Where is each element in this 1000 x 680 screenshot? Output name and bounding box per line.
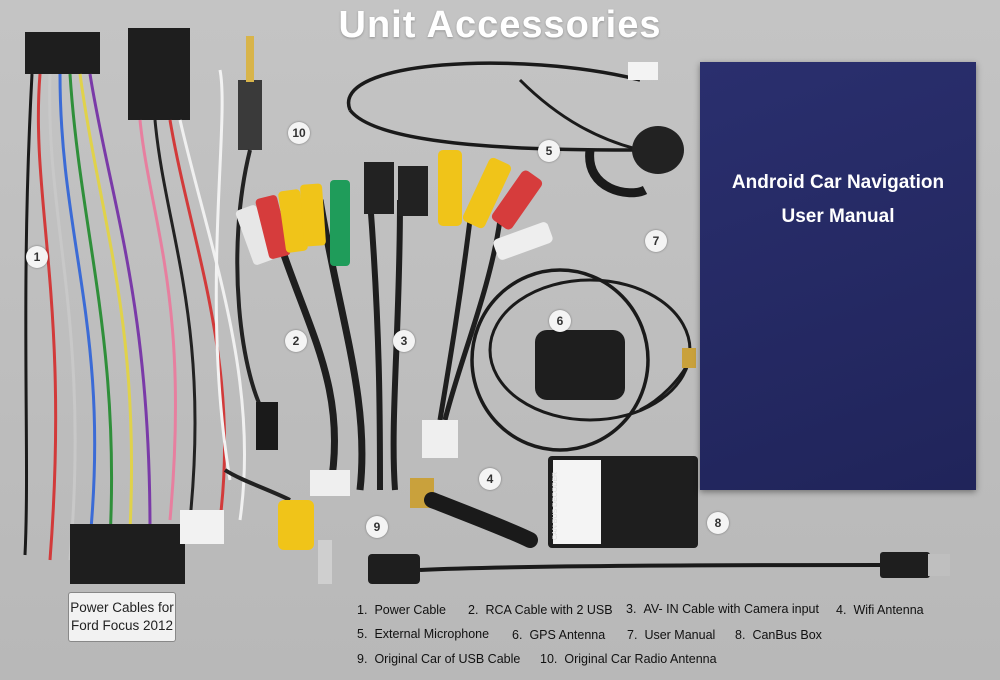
power-cable-tag: Power Cables for Ford Focus 2012	[68, 592, 176, 642]
legend-num: 10.	[540, 652, 558, 666]
legend-text: RCA Cable with 2 USB	[485, 603, 613, 617]
legend-num: 1.	[357, 603, 368, 617]
legend-text: Wifi Antenna	[853, 603, 924, 617]
legend-text: User Manual	[644, 628, 716, 642]
canbus-box	[548, 456, 698, 548]
legend-num: 6.	[512, 628, 523, 642]
legend-item-10: 10. Original Car Radio Antenna	[540, 652, 717, 666]
usb-cable	[368, 552, 950, 584]
legend-item-6: 6. GPS Antenna	[512, 628, 605, 642]
legend-num: 9.	[357, 652, 368, 666]
badge-7: 7	[645, 230, 667, 252]
manual-title-line1: Android Car Navigation	[731, 172, 945, 193]
legend-text: Original Car of USB Cable	[374, 652, 521, 666]
legend-text: External Microphone	[374, 627, 490, 641]
legend-text: GPS Antenna	[529, 628, 606, 642]
legend-num: 3.	[626, 602, 637, 616]
canbus-box-label: CAN BUS DECODER	[552, 471, 559, 540]
external-microphone	[346, 61, 684, 198]
power-cable-tag-line2: Ford Focus 2012	[70, 618, 174, 633]
legend-text: CanBus Box	[752, 628, 822, 642]
badge-5: 5	[538, 140, 560, 162]
badge-8: 8	[707, 512, 729, 534]
legend-num: 7.	[627, 628, 638, 642]
page-title: Unit Accessories	[338, 4, 662, 46]
wifi-antenna	[410, 478, 538, 548]
radio-antenna-cable	[214, 36, 332, 584]
legend-num: 5.	[357, 627, 368, 641]
badge-10: 10	[288, 122, 310, 144]
badge-1: 1	[26, 246, 48, 268]
power-cable-tag-line1: Power Cables for	[70, 600, 174, 615]
legend-item-9: 9. Original Car of USB Cable	[357, 652, 520, 666]
legend-text: Original Car Radio Antenna	[564, 652, 717, 666]
badge-3: 3	[393, 330, 415, 352]
legend-num: 2.	[468, 603, 479, 617]
legend-item-3: 3. AV- IN Cable with Camera input	[626, 602, 819, 616]
legend-item-5: 5. External Microphone	[357, 627, 489, 641]
badge-4: 4	[479, 468, 501, 490]
manual-title-line2: User Manual	[781, 206, 895, 227]
legend-text: Power Cable	[374, 603, 447, 617]
legend-item-8: 8. CanBus Box	[735, 628, 822, 642]
legend-item-4: 4. Wifi Antenna	[836, 603, 924, 617]
gps-antenna	[470, 268, 696, 452]
legend-item-2: 2. RCA Cable with 2 USB	[468, 603, 613, 617]
legend-item-1: 1. Power Cable	[357, 603, 446, 617]
legend-num: 4.	[836, 603, 847, 617]
rca-cable	[235, 162, 428, 496]
legend-text: AV- IN Cable with Camera input	[643, 602, 819, 616]
legend-item-7: 7. User Manual	[627, 628, 715, 642]
legend-num: 8.	[735, 628, 746, 642]
power-cable	[23, 28, 247, 584]
badge-2: 2	[285, 330, 307, 352]
badge-9: 9	[366, 516, 388, 538]
badge-6: 6	[549, 310, 571, 332]
user-manual: Android Car Navigation User Manual	[700, 62, 976, 490]
av-in-cable	[422, 150, 553, 458]
